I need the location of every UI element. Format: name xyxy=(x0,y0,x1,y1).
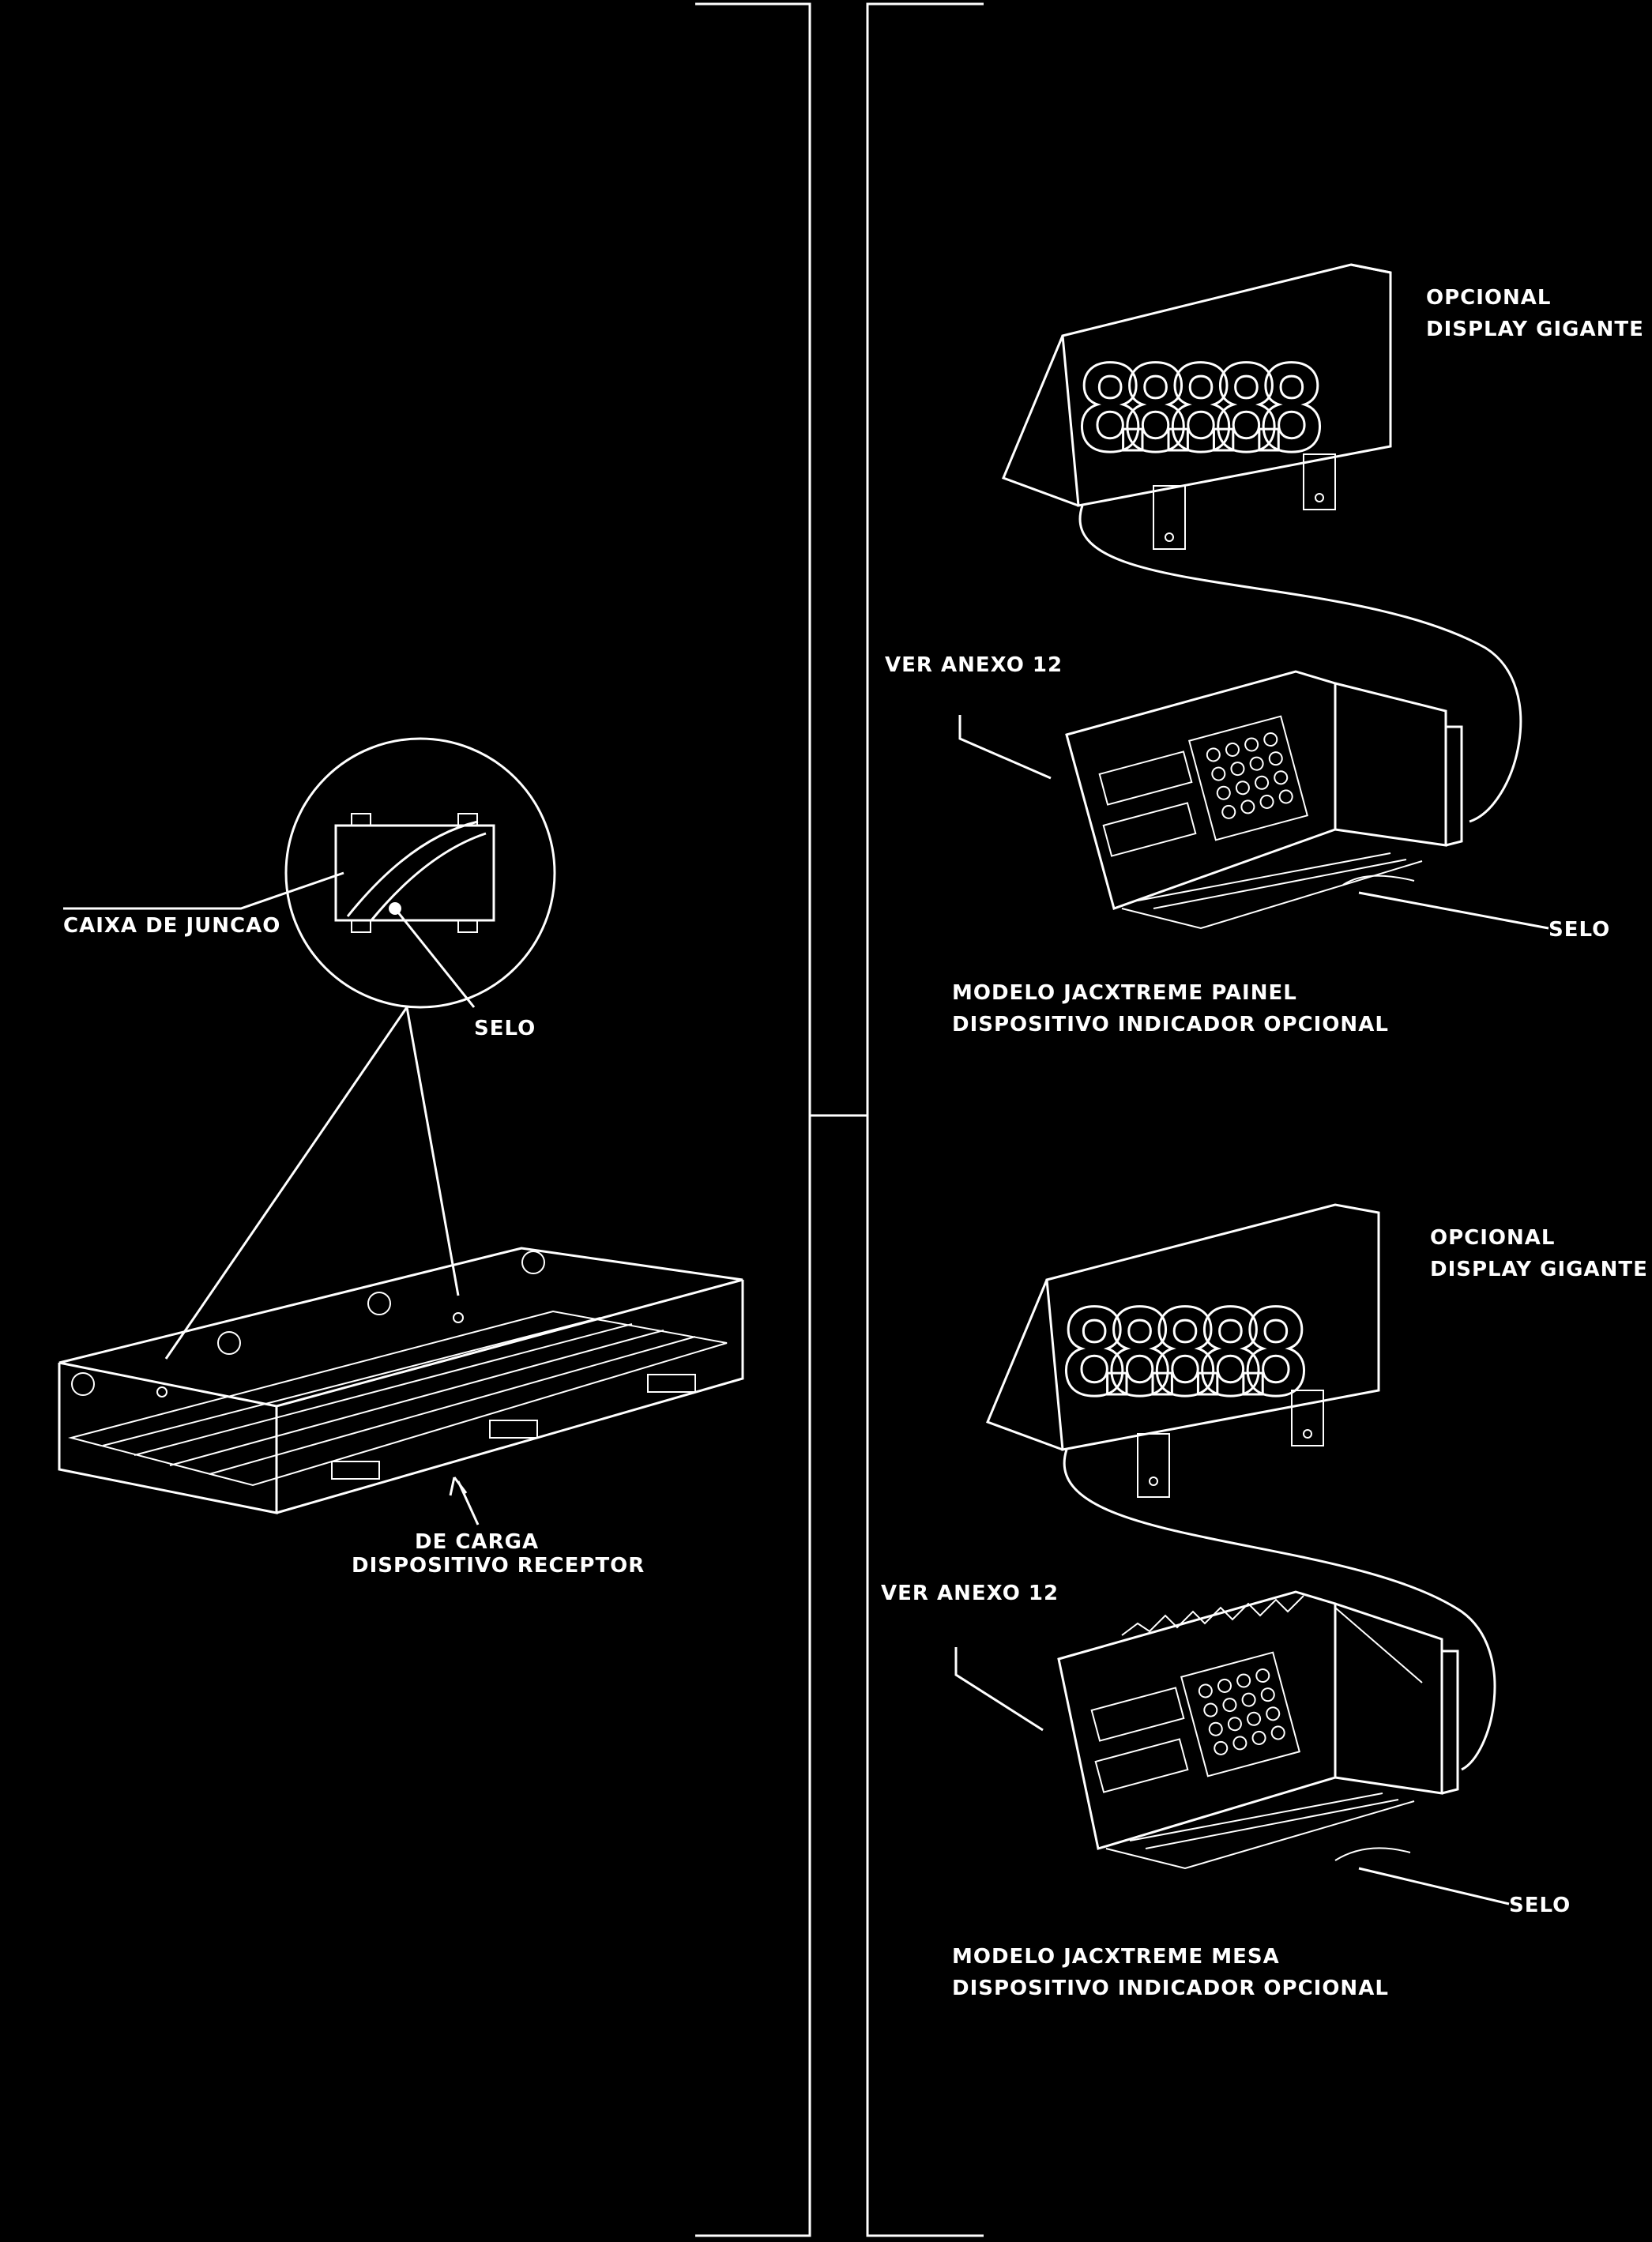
display-digits-top: 8.8.8.8.8 xyxy=(1074,341,1327,479)
indicator-panel-drawing xyxy=(1065,670,1463,930)
selo-left-leader xyxy=(393,908,476,1008)
load-receptor-drawing xyxy=(58,1247,744,1514)
giant-display-top: 8.8.8.8.8 xyxy=(1002,263,1392,550)
anexo-top-label: VER ANEXO 12 xyxy=(885,653,1063,677)
selo-top-label: SELO xyxy=(1549,918,1610,942)
anexo-bottom-leader xyxy=(954,1647,1044,1732)
selo-bottom-leader xyxy=(1358,1867,1510,1905)
display-bottom-line2: OPCIONAL xyxy=(1430,1226,1555,1250)
cable-top xyxy=(1078,505,1522,823)
mesa-label-line2: MODELO JACXTREME MESA xyxy=(952,1945,1280,1969)
indicator-desk-drawing xyxy=(1057,1590,1459,1870)
display-bottom-line1: DISPLAY GIGANTE xyxy=(1430,1258,1648,1281)
selo-top-wire xyxy=(1342,875,1415,886)
receptor-label-line1: DISPOSITIVO RECEPTOR xyxy=(352,1554,645,1578)
caixa-leader xyxy=(63,871,344,910)
frame-lines xyxy=(695,2,984,2237)
junction-box-detail xyxy=(164,737,556,1360)
selo-bottom-label: SELO xyxy=(1509,1894,1571,1917)
panel-label-line2: MODELO JACXTREME PAINEL xyxy=(952,981,1297,1005)
selo-top-leader xyxy=(1358,891,1549,930)
anexo-bottom-label: VER ANEXO 12 xyxy=(881,1582,1059,1605)
giant-display-bottom: 8.8.8.8.8 xyxy=(986,1203,1380,1498)
receptor-label-line2: DE CARGA xyxy=(415,1530,539,1554)
receptor-arrow xyxy=(449,1476,468,1496)
selo-bottom-wire xyxy=(1334,1847,1411,1861)
display-top-line2: OPCIONAL xyxy=(1426,286,1551,310)
anexo-top-leader xyxy=(958,715,1052,780)
display-top-line1: DISPLAY GIGANTE xyxy=(1426,318,1644,341)
caixa-juncao-label: CAIXA DE JUNCAO xyxy=(63,914,280,938)
mesa-label-line1: DISPOSITIVO INDICADOR OPCIONAL xyxy=(952,1977,1389,2000)
panel-label-line1: DISPOSITIVO INDICADOR OPCIONAL xyxy=(952,1013,1389,1036)
cable-bottom xyxy=(1063,1449,1496,1771)
selo-left-label: SELO xyxy=(474,1017,536,1040)
display-digits-bottom: 8.8.8.8.8 xyxy=(1059,1285,1311,1423)
